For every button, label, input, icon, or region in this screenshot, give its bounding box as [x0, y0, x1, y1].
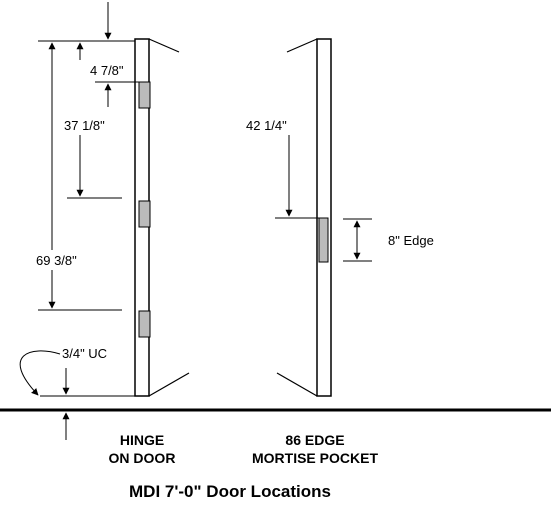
- dim-third-hinge: 69 3/8": [36, 253, 77, 268]
- edge-door-face-top: [286, 38, 318, 53]
- hinge-3: [138, 310, 151, 338]
- dim-first-hinge: 4 7/8": [90, 63, 124, 78]
- hinge-caption-line2: ON DOOR: [109, 450, 176, 466]
- undercut-curved-arrow: [19, 350, 61, 396]
- dim-mortise: 42 1/4": [246, 118, 287, 133]
- hinge-1: [138, 81, 151, 109]
- edge-caption-line1: 86 EDGE: [285, 432, 344, 448]
- hinge-door-face-bottom: [148, 372, 190, 397]
- dim-second-hinge: 37 1/8": [64, 118, 105, 133]
- dim-undercut: 3/4" UC: [62, 346, 107, 361]
- edge-door-face-bottom: [276, 372, 318, 397]
- hinge-door-face-top: [148, 38, 180, 53]
- dim-mortise-edge: 8" Edge: [388, 233, 434, 248]
- hinge-door: [134, 38, 190, 397]
- hinge-2: [138, 200, 151, 228]
- edge-caption-line2: MORTISE POCKET: [252, 450, 378, 466]
- mortise-pocket: [318, 217, 329, 263]
- diagram-title: MDI 7'-0" Door Locations: [129, 482, 331, 501]
- hinge-caption-line1: HINGE: [120, 432, 164, 448]
